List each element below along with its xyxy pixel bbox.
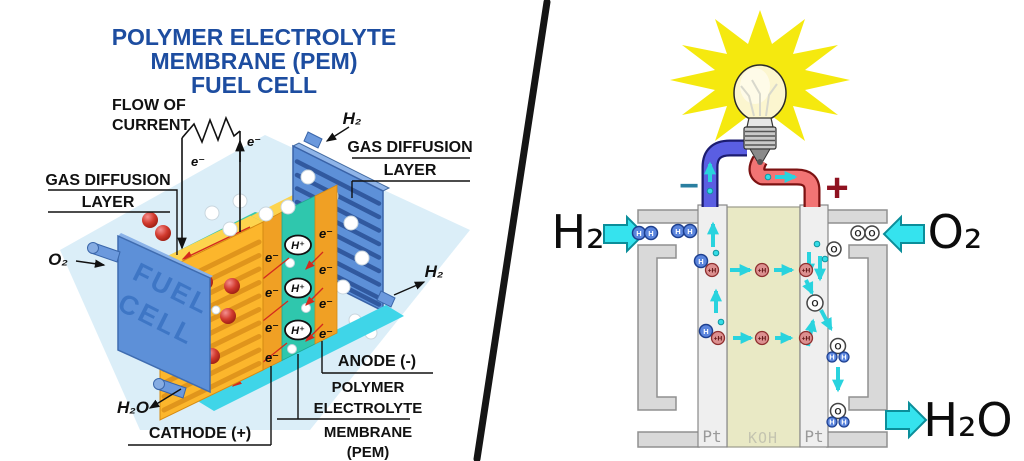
cathode-label: CATHODE (+) (128, 366, 272, 446)
proton-labels: H⁺ H⁺ H⁺ (284, 234, 312, 341)
resistor-symbol (181, 115, 241, 145)
gas-diffusion-layer-label-left: GAS DIFFUSION LAYER (45, 172, 178, 255)
hydrogen-ions: +H +H +H +H +H +H (704, 262, 814, 346)
page-title-line3: FUEL CELL (191, 72, 317, 98)
svg-text:ELECTROLYTE: ELECTROLYTE (314, 400, 423, 417)
flow-of-current-label: FLOW OF (112, 97, 186, 114)
koh-label: KOH (748, 429, 778, 447)
page-title-line1: POLYMER ELECTROLYTE (112, 24, 397, 50)
electron-label: e⁻ (265, 320, 279, 335)
electron-label: e⁻ (319, 262, 333, 277)
anode-catalyst-layer (314, 184, 338, 345)
pt-label-right: Pt (804, 427, 823, 446)
pt-label-left: Pt (702, 427, 721, 446)
svg-text:H: H (687, 227, 692, 236)
gas-pointer-arrows (75, 126, 426, 409)
h2-in-arrow (603, 214, 646, 254)
electron-label: e⁻ (265, 250, 279, 265)
plus-sign: + (825, 166, 848, 210)
left-panel-pem-fuel-cell: H⁺ H⁺ H⁺ e⁻ e⁻ e⁻ e⁻ e⁻ e⁻ e⁻ e⁻ (45, 24, 472, 461)
o2-in-label: O₂ (928, 205, 983, 259)
svg-text:(PEM): (PEM) (347, 444, 390, 461)
svg-text:+H: +H (708, 268, 717, 275)
electron-label: e⁻ (319, 326, 333, 341)
svg-text:+H: +H (758, 336, 767, 343)
svg-text:H: H (829, 353, 834, 362)
negative-wire (703, 141, 747, 207)
diagonal-divider (473, 0, 551, 461)
svg-text:LAYER: LAYER (384, 162, 437, 179)
o2-in-label: O₂ (48, 250, 68, 269)
svg-text:H: H (841, 418, 846, 427)
svg-text:O: O (854, 229, 861, 239)
oxygen-particles: O O O O (806, 225, 880, 312)
koh-electrolyte (726, 206, 801, 448)
pem-label: POLYMER ELECTROLYTE MEMBRANE (PEM) (277, 354, 422, 461)
svg-text:H: H (841, 353, 846, 362)
proton-label: H⁺ (291, 240, 305, 252)
h2-outlet-pipe (376, 290, 396, 308)
svg-text:MEMBRANE: MEMBRANE (324, 424, 412, 441)
cyan-base (196, 305, 404, 411)
water-molecules: O H H O H H (826, 337, 850, 428)
svg-text:H: H (636, 229, 641, 238)
electron-labels-anode: e⁻ e⁻ e⁻ e⁻ (319, 226, 333, 341)
svg-text:H: H (703, 327, 708, 336)
svg-text:O: O (834, 407, 841, 417)
page-title-line2: MEMBRANE (PEM) (151, 48, 358, 74)
electron-label: e⁻ (265, 285, 279, 300)
svg-text:POLYMER: POLYMER (332, 379, 405, 396)
svg-text:O: O (811, 299, 818, 309)
h2o-out-label: H₂O (117, 398, 149, 417)
electron-label: e⁻ (319, 296, 333, 311)
svg-text:GAS DIFFUSION: GAS DIFFUSION (347, 139, 472, 156)
electron-label: e⁻ (247, 134, 261, 149)
circuit-wires (701, 139, 821, 207)
electron-labels-cathode: e⁻ e⁻ e⁻ e⁻ (265, 250, 279, 365)
hydrogen-particles: H H H H H H (631, 223, 714, 339)
right-panel-koh-fuel-cell: − + H₂ O₂ H₂O (551, 10, 1013, 448)
svg-text:O: O (834, 342, 841, 352)
flow-of-current-label: CURRENT (112, 117, 190, 134)
left-housing-bracket (637, 244, 677, 411)
svg-text:H: H (675, 227, 680, 236)
electron-dots (712, 240, 829, 326)
h2o-out-label: H₂O (923, 393, 1012, 447)
svg-text:LAYER: LAYER (82, 194, 135, 211)
svg-text:O: O (868, 229, 875, 239)
h2-inlet-pipe (303, 131, 323, 149)
right-housing-bracket (848, 244, 888, 411)
svg-text:H: H (829, 418, 834, 427)
h2o-out-arrow (885, 400, 928, 440)
electron-label: e⁻ (319, 226, 333, 241)
svg-text:+H: +H (758, 268, 767, 275)
svg-text:CATHODE (+): CATHODE (+) (149, 425, 251, 442)
svg-text:GAS DIFFUSION: GAS DIFFUSION (45, 172, 170, 189)
svg-text:ANODE (-): ANODE (-) (338, 353, 416, 370)
svg-text:+H: +H (802, 268, 811, 275)
proton-label: H⁺ (291, 325, 305, 337)
svg-text:H: H (648, 229, 653, 238)
gas-flow-arrows (603, 214, 928, 440)
svg-text:+H: +H (714, 336, 723, 343)
svg-text:+H: +H (802, 336, 811, 343)
electron-label: e⁻ (265, 350, 279, 365)
anode-label: ANODE (-) (321, 341, 433, 374)
h2-in-label: H₂ (551, 205, 604, 259)
h2-top-label: H₂ (343, 109, 362, 128)
electron-label: e⁻ (191, 154, 205, 169)
h2-out-label: H₂ (425, 262, 444, 281)
minus-sign: − (679, 167, 699, 205)
external-circuit (177, 115, 245, 250)
svg-text:O: O (830, 245, 837, 255)
gas-diffusion-layer-label-right: GAS DIFFUSION LAYER (347, 139, 473, 198)
top-face-molecules (204, 193, 296, 237)
svg-text:H: H (698, 257, 703, 266)
proton-label: H⁺ (291, 283, 305, 295)
o2-in-arrow (882, 214, 925, 254)
light-bulb-icon (733, 64, 787, 165)
